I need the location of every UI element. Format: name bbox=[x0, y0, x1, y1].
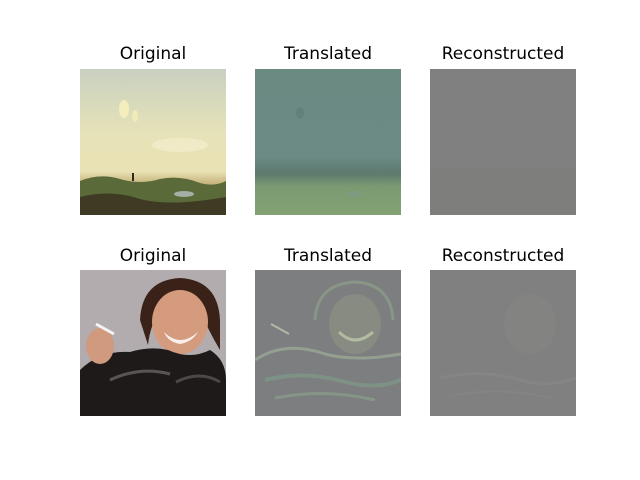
panel-title-original-1: Original bbox=[119, 44, 187, 64]
panel-title-translated-1: Translated bbox=[284, 44, 372, 64]
landscape-translated-image bbox=[255, 69, 401, 215]
portrait-translated-image bbox=[255, 270, 401, 416]
panel-title-translated-2: Translated bbox=[284, 246, 372, 266]
panel-title-reconstructed-1: Reconstructed bbox=[441, 44, 565, 64]
portrait-reconstructed-image bbox=[430, 270, 576, 416]
panel-title-reconstructed-2: Reconstructed bbox=[441, 246, 565, 266]
landscape-reconstructed-image bbox=[430, 69, 576, 215]
portrait-original-image bbox=[80, 270, 226, 416]
landscape-original-image bbox=[80, 69, 226, 215]
panel-title-original-2: Original bbox=[119, 246, 187, 266]
